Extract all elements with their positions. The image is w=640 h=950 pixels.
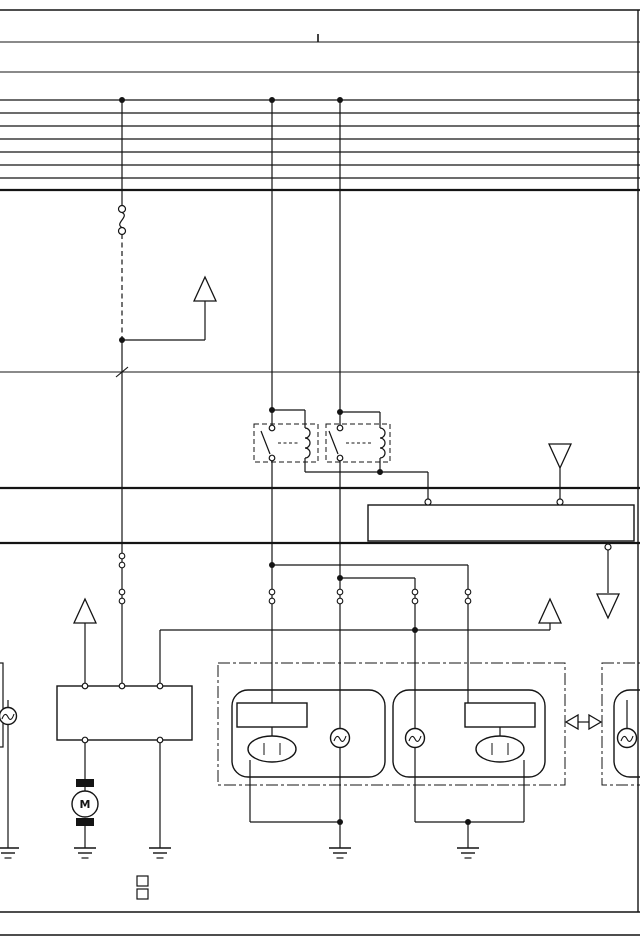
connector-b-lower: [118, 597, 126, 605]
socket-right: [464, 702, 536, 728]
motor-label: M: [80, 798, 91, 811]
junction-dot-6: [337, 409, 343, 415]
ref-square-2: [136, 888, 149, 900]
relay-1: [253, 423, 319, 463]
right-housing-clipped: [613, 689, 640, 778]
connector-e-upper: [411, 588, 419, 596]
connector-a-upper: [118, 552, 126, 560]
lamp-housing-right: [392, 689, 546, 778]
junction-dot-11: [337, 819, 343, 825]
relay-2: [325, 423, 391, 463]
junction-dot-1: [119, 97, 125, 103]
arrow-left-icon: [564, 713, 579, 731]
connector-d-upper: [336, 588, 344, 596]
bulb-small-left-filament: [333, 735, 347, 742]
junction-dot-8: [269, 562, 275, 568]
arrow-up-3-icon: [537, 597, 563, 624]
junction-dot-2: [269, 97, 275, 103]
relay-2-contact-arm: [328, 430, 339, 455]
bulb-large-left: [247, 735, 297, 763]
relay-1-contact-arm: [260, 430, 271, 455]
motor-body: [71, 790, 99, 818]
connector-d-lower: [336, 597, 344, 605]
connector-a-lower: [118, 561, 126, 569]
motor-connector-top: [76, 779, 94, 787]
left-bulb-filament: [1, 713, 15, 720]
junction-box-terminal-2: [556, 498, 564, 506]
control-unit-terminal-5: [156, 736, 164, 744]
junction-dot-10: [412, 627, 418, 633]
connector-c-upper: [268, 588, 276, 596]
junction-dot-7: [377, 469, 383, 475]
relay-2-coil: [379, 427, 386, 459]
junction-dot-5: [269, 407, 275, 413]
socket-left: [236, 702, 308, 728]
right-assembly-outline-clipped: [601, 662, 640, 786]
connector-c-lower: [268, 597, 276, 605]
relay-2-terminal-bottom: [336, 454, 344, 462]
relay-2-terminal-top: [336, 424, 344, 432]
arrow-down-1-icon: [547, 443, 573, 470]
connector-e-lower: [411, 597, 419, 605]
relay-1-terminal-bottom: [268, 454, 276, 462]
connector-b-upper: [118, 588, 126, 596]
motor-connector-bottom: [76, 818, 94, 826]
junction-box-terminal-3: [604, 543, 612, 551]
relay-1-coil: [304, 427, 311, 459]
control-unit-terminal-4: [81, 736, 89, 744]
junction-box-terminal-1: [424, 498, 432, 506]
arrow-up-2-icon: [72, 597, 98, 624]
junction-dot-3: [337, 97, 343, 103]
bulb-right-edge-filament: [620, 735, 634, 742]
control-unit-terminal-1: [81, 682, 89, 690]
arrow-right-icon: [588, 713, 603, 731]
fuse-terminal-top: [117, 204, 127, 214]
connector-f-upper: [464, 588, 472, 596]
control-unit-terminal-3: [156, 682, 164, 690]
control-unit-terminal-2: [118, 682, 126, 690]
connector-f-lower: [464, 597, 472, 605]
bulb-small-right-filament: [408, 735, 422, 742]
headlamp-assembly-outline: [217, 662, 566, 786]
crossover-tick: [115, 366, 129, 378]
arrow-up-1-icon: [192, 275, 218, 302]
ref-square-1: [136, 875, 149, 887]
arrow-down-2-icon: [595, 593, 621, 620]
junction-dot-9: [337, 575, 343, 581]
junction-dot-12: [465, 819, 471, 825]
control-unit: [56, 685, 193, 741]
junction-box: [367, 504, 635, 542]
lamp-housing-left: [231, 689, 386, 778]
junction-dot-4: [119, 337, 125, 343]
relay-1-terminal-top: [268, 424, 276, 432]
left-unit-clipped: [0, 662, 4, 748]
left-bulb: [0, 706, 18, 726]
fuse-element: [119, 211, 125, 229]
fuse-terminal-bottom: [117, 226, 127, 236]
bulb-large-right: [475, 735, 525, 763]
